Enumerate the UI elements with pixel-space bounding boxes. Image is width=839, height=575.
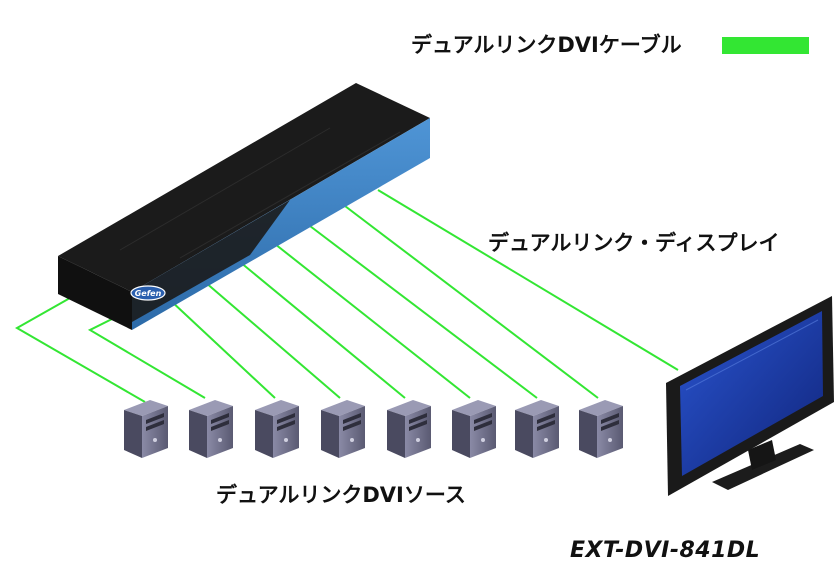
sources-label: デュアルリンクDVIソース [216,483,466,507]
tower-drive-bay [537,413,555,424]
kvm-switch: Gefen [58,83,430,330]
computer-tower-icon [124,400,168,458]
tower-power-button [350,438,354,442]
dvi-cable [239,261,406,399]
switch-seam-line [119,127,331,251]
tower-side-face [452,410,470,458]
tower-drive-bay [146,413,164,424]
gefen-logo: Gefen [130,285,166,301]
tower-front-face [470,406,496,458]
computer-tower-icon [321,400,365,458]
tower-drive-bay [343,413,361,424]
computer-tower-icon [189,400,233,458]
switch-seam-line [179,131,401,259]
tower-top-face [124,400,168,416]
tower-power-button [481,438,485,442]
tower-side-face [515,410,533,458]
dvi-cable [344,205,599,399]
tower-top-face [255,400,299,416]
tower-front-face [207,406,233,458]
legend-cable-label: デュアルリンクDVIケーブル [411,33,682,57]
tower-top-face [387,400,431,416]
dvi-cables [14,189,679,403]
gefen-logo-text: Gefen [135,289,162,298]
tower-front-face [142,406,168,458]
tower-drive-bay [211,420,229,431]
tower-power-button [218,438,222,442]
dvi-cable [14,297,146,403]
computer-tower-icon [255,400,299,458]
tower-side-face [387,410,405,458]
gefen-logo-badge [130,285,166,301]
tower-power-button [608,438,612,442]
tower-drive-bay [277,420,295,431]
dvi-cable [309,225,538,399]
legend-cable-swatch [722,37,809,54]
tower-side-face [579,410,597,458]
model-number: EXT-DVI-841DL [570,538,761,563]
dual-link-display [666,296,834,496]
tower-side-face [189,410,207,458]
tower-top-face [189,400,233,416]
tower-drive-bay [343,420,361,431]
tower-top-face [515,400,559,416]
tower-power-button [544,438,548,442]
monitor-screen-highlight [685,319,819,391]
dvi-cable [274,243,471,399]
tower-side-face [124,410,142,458]
tower-front-face [405,406,431,458]
tower-drive-bay [474,420,492,431]
monitor-stand [712,444,814,490]
tower-front-face [273,406,299,458]
tower-drive-bay [211,413,229,424]
tower-drive-bay [601,420,619,431]
tower-drive-bay [601,413,619,424]
tower-drive-bay [409,420,427,431]
switch-top-face [58,83,430,292]
tower-top-face [579,400,623,416]
tower-power-button [153,438,157,442]
computer-tower-icon [579,400,623,458]
tower-top-face [452,400,496,416]
switch-front-face [58,256,132,330]
monitor-stand-neck [748,440,776,470]
tower-front-face [533,406,559,458]
tower-drive-bay [474,413,492,424]
tower-top-face [321,400,365,416]
computer-tower-icon [387,400,431,458]
tower-power-button [284,438,288,442]
tower-front-face [597,406,623,458]
tower-side-face [255,410,273,458]
monitor-screen [680,311,823,476]
tower-front-face [339,406,365,458]
tower-drive-bay [277,413,295,424]
switch-side-shadow [132,200,290,322]
tower-side-face [321,410,339,458]
tower-drive-bay [537,420,555,431]
display-label: デュアルリンク・ディスプレイ [488,231,780,255]
dvi-cable [87,315,206,399]
tower-power-button [416,438,420,442]
dvi-cable [169,299,276,399]
computer-tower-icon [452,400,496,458]
source-computers [124,400,623,458]
computer-tower-icon [515,400,559,458]
tower-drive-bay [146,420,164,431]
dvi-cable [204,281,341,399]
tower-drive-bay [409,413,427,424]
dvi-cable [377,189,679,371]
